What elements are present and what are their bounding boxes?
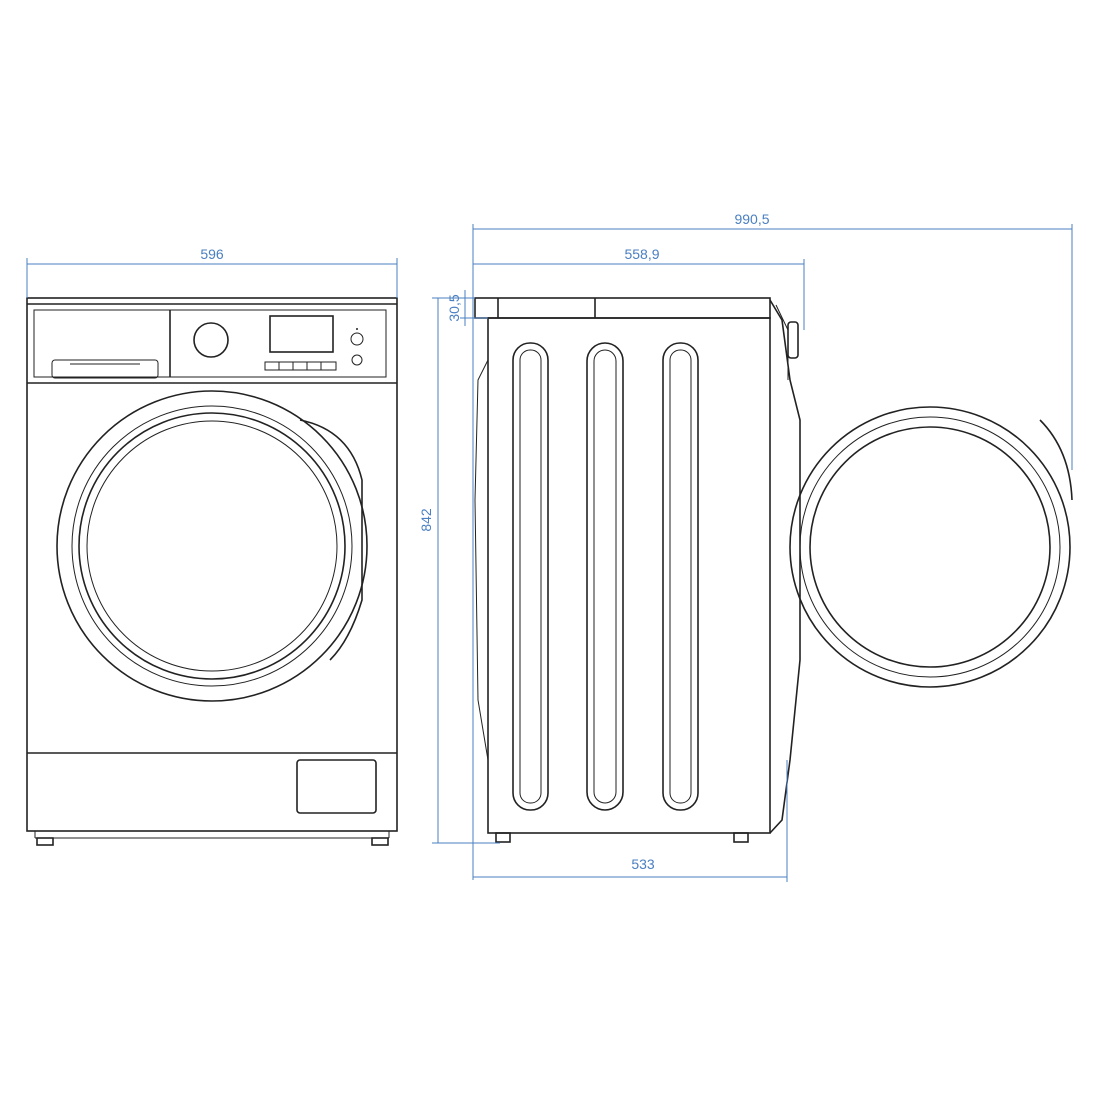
dim-height: 842: [418, 508, 434, 532]
side-rib: [512, 342, 549, 811]
side-view: [474, 297, 1073, 843]
dim-front-width: 596: [200, 246, 224, 262]
knob-profile: [787, 321, 799, 359]
dim-top-overhang: 30,5: [446, 294, 462, 321]
dim-base-depth: 533: [631, 856, 655, 872]
side-body: [487, 317, 771, 834]
dim-overall-depth: 990,5: [734, 211, 769, 227]
side-rib: [662, 342, 699, 811]
foot: [733, 832, 749, 843]
dim-depth: 558,9: [624, 246, 659, 262]
door-outer: [56, 390, 368, 702]
front-view: [26, 297, 398, 846]
power-button: [350, 332, 364, 346]
start-button: [351, 354, 363, 366]
door-hinge: [299, 419, 363, 661]
filter-door: [296, 759, 377, 814]
top-lid: [474, 297, 771, 319]
dimension-lines: 596 990,5 558,9 842 30,5 533: [26, 211, 1073, 882]
door-glass: [86, 420, 338, 672]
detergent-drawer-handle: [51, 359, 159, 379]
program-knob: [193, 322, 229, 358]
foot: [36, 837, 54, 846]
control-panel: [33, 309, 387, 378]
foot: [495, 832, 511, 843]
front-panel-profile: [769, 299, 801, 834]
open-door-outer: [789, 406, 1071, 688]
display-screen: [269, 315, 334, 353]
door-handle: [1039, 419, 1073, 501]
button-row: [264, 361, 337, 371]
front-body: [26, 297, 398, 832]
foot: [371, 837, 389, 846]
side-rib: [586, 342, 624, 811]
